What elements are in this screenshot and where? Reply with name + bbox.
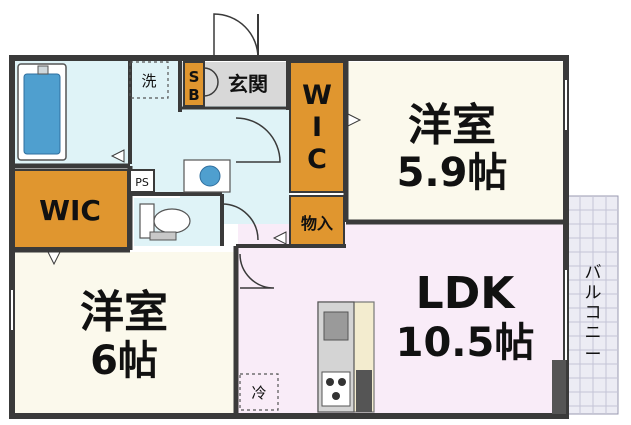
balcony-char-2: ル <box>585 283 602 303</box>
washer-label: 洗 <box>141 72 156 90</box>
balcony-char-1: バ <box>585 263 602 283</box>
door-arrows <box>47 113 362 266</box>
western-room-59-size: 5.9帖 <box>397 150 508 196</box>
doors <box>203 13 281 289</box>
entrance-label: 玄関 <box>228 72 268 96</box>
ldk-area <box>238 224 564 414</box>
storage-label: 物入 <box>301 214 333 233</box>
ps-box <box>129 169 155 193</box>
kitchen-counter <box>317 301 375 413</box>
balcony-char-5: ー <box>585 345 602 365</box>
ps-label: PS <box>135 176 149 189</box>
wic-top-closet <box>289 61 345 193</box>
wic-left-label: WIC <box>39 194 101 227</box>
toilet <box>139 203 191 241</box>
balcony-char-3: コ <box>585 303 602 323</box>
sb-closet <box>183 61 205 107</box>
ldk-size: 10.5帖 <box>396 320 535 366</box>
sink <box>183 159 231 193</box>
western-room-59-area <box>346 62 564 220</box>
wic-top-char-w: W <box>302 80 332 111</box>
bathtub <box>17 63 67 161</box>
ldk-side-unit <box>552 360 566 414</box>
western-room-59-name: 洋室 <box>408 100 496 151</box>
walls <box>9 55 569 419</box>
western-room-6-name: 洋室 <box>80 287 168 338</box>
wic-top-char-i: I <box>312 112 322 143</box>
windows <box>11 80 567 360</box>
wic-top-char-c: C <box>307 144 327 175</box>
ldk-name: LDK <box>416 268 517 319</box>
western-room-6-size: 6帖 <box>90 338 158 384</box>
fridge-space <box>239 373 279 411</box>
balcony-char-4: ニ <box>585 323 602 343</box>
sb-char-b: B <box>188 86 199 104</box>
sb-char-s: S <box>189 68 200 86</box>
western-room-6-area <box>14 252 236 414</box>
storage-closet <box>289 195 345 247</box>
washer-space <box>129 61 169 99</box>
fridge-label: 冷 <box>251 384 266 402</box>
wic-left-closet <box>13 169 129 249</box>
balcony <box>567 195 619 415</box>
